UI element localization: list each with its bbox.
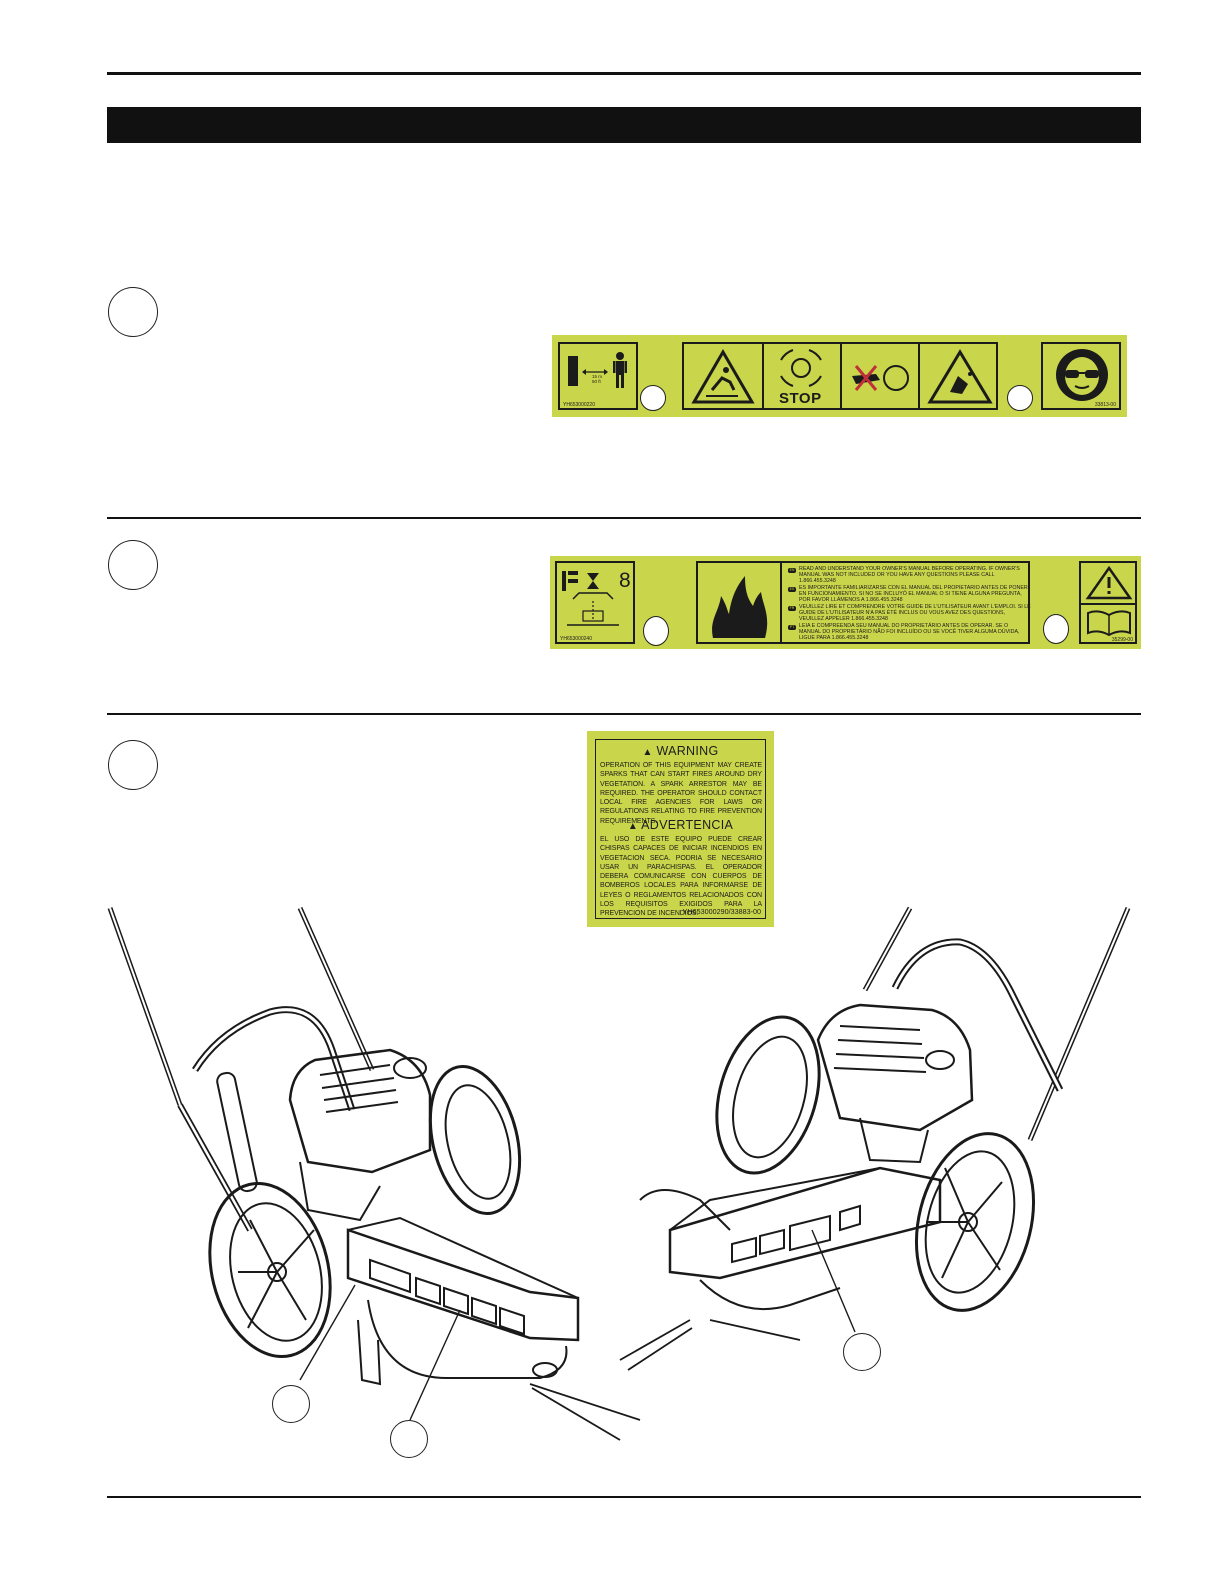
eye-protection-panel: 33813-00: [1041, 342, 1121, 410]
level-ground-icon: [562, 571, 619, 626]
illustration-callout-2: [390, 1420, 428, 1458]
decal3-part-number: YH653000290/33883-00: [682, 907, 761, 916]
section-callout-1: [108, 287, 158, 337]
advertencia-title: ADVERTENCIA: [641, 818, 734, 832]
language-code-badge: ES: [788, 587, 796, 592]
capacity-number: 8: [619, 569, 631, 592]
manual-book-icon: [1087, 610, 1131, 637]
section-callout-3: [108, 740, 158, 790]
decal2-callout-a: [643, 616, 669, 646]
decal1-callout-a: [640, 385, 666, 411]
warning-border: ▲ WARNING OPERATION OF THIS EQUIPMENT MA…: [595, 739, 766, 919]
no-hands-icon: [852, 365, 909, 391]
instruction-text: VEUILLEZ LIRE ET COMPRENDRE VOTRE GUIDE …: [799, 604, 1031, 623]
manual-fire-decal-strip: 8 YH653000240 EN READ AND UNDERSTAND YOU…: [550, 556, 1141, 649]
instruction-row: ES ES IMPORTANTE FAMILIARIZARSE CON EL M…: [788, 585, 1028, 604]
warning-triangle-icon: ▲: [627, 821, 639, 832]
advertencia-heading: ▲ ADVERTENCIA: [596, 818, 765, 832]
illustration-callout-1: [272, 1385, 310, 1423]
rotating-line-icon: [780, 349, 822, 387]
capacity-panel: 8 YH653000240: [555, 561, 635, 644]
fire-hazard-icon: [712, 576, 768, 638]
decal1-right-part-number: 33813-00: [1094, 402, 1116, 408]
warning-text: OPERATION OF THIS EQUIPMENT MAY CREATE S…: [600, 762, 762, 825]
distance-warning-panel: 15 m 50 ft YH653000220: [558, 342, 638, 410]
instruction-row: PT LEIA E COMPREENDA SEU MANUAL DO PROPR…: [788, 623, 1028, 642]
read-manual-panel: 35299-00: [1079, 561, 1137, 644]
section-callout-2: [108, 540, 158, 590]
instruction-row: FR VEUILLEZ LIRE ET COMPRENDRE VOTRE GUI…: [788, 604, 1031, 623]
stop-label: STOP: [779, 390, 822, 407]
safety-decal-strip: 15 m 50 ft YH653000220 STOP: [552, 335, 1127, 417]
decal1-left-part-number: YH653000220: [563, 402, 595, 408]
spark-warning-decal: ▲ WARNING OPERATION OF THIS EQUIPMENT MA…: [587, 731, 774, 927]
right-trimmer-view: [619, 906, 1131, 1371]
left-trimmer-view: [107, 906, 641, 1441]
distance-text: 15 m 50 ft: [592, 374, 603, 384]
illustration-callout-3: [843, 1333, 881, 1371]
section-divider-2: [107, 713, 1141, 715]
bottom-rule: [107, 1496, 1141, 1498]
bystander-distance-icon: [568, 352, 627, 388]
language-code-badge: FR: [788, 606, 796, 611]
multilingual-instructions: EN READ AND UNDERSTAND YOUR OWNER'S MANU…: [788, 566, 1031, 642]
warning-heading: ▲ WARNING: [596, 744, 765, 758]
language-code-badge: PT: [788, 625, 796, 630]
instruction-text: ES IMPORTANTE FAMILIARIZARSE CON EL MANU…: [799, 585, 1028, 604]
fire-instructions-panel: EN READ AND UNDERSTAND YOUR OWNER'S MANU…: [696, 561, 1031, 644]
warning-title: WARNING: [656, 744, 719, 758]
instruction-row: EN READ AND UNDERSTAND YOUR OWNER'S MANU…: [788, 566, 1028, 585]
decal2-right-part-number: 35299-00: [1111, 637, 1133, 643]
warning-triangle-icon: [1085, 565, 1133, 600]
section-divider-1: [107, 517, 1141, 519]
string-trimmer-illustrations: [107, 906, 1131, 1441]
slip-hazard-icon: [691, 349, 755, 404]
advertencia-text: EL USO DE ESTE EQUIPO PUEDE CREAR CHISPA…: [600, 836, 762, 918]
instruction-text: LEIA E COMPREENDA SEU MANUAL DO PROPRIET…: [799, 623, 1020, 642]
decal2-left-part-number: YH653000240: [560, 636, 592, 642]
section-header-bar: [107, 107, 1141, 143]
decal2-callout-b: [1043, 614, 1069, 644]
thrown-object-icon: [927, 349, 993, 404]
warning-triangle-icon: ▲: [642, 747, 653, 758]
top-rule: [107, 72, 1141, 75]
language-code-badge: EN: [788, 568, 796, 573]
instruction-text: READ AND UNDERSTAND YOUR OWNER'S MANUAL …: [799, 566, 1020, 585]
decal1-callout-b: [1007, 385, 1033, 411]
hazard-panel-group: STOP: [682, 342, 998, 410]
eye-protection-icon: [1056, 349, 1108, 401]
